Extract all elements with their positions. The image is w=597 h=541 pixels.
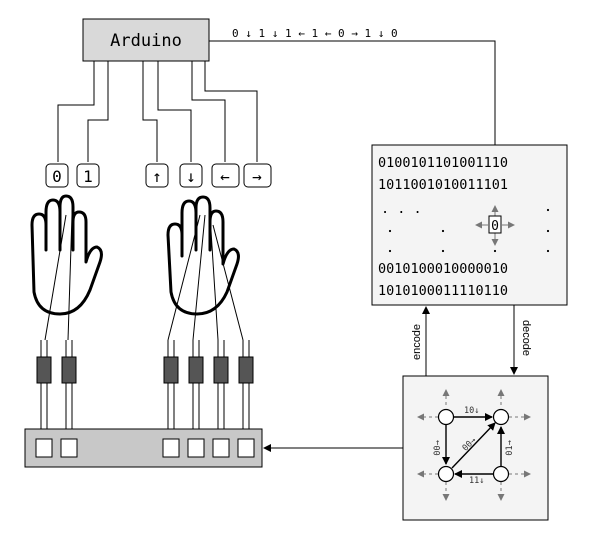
symbol-row: 0 1 ↑ ↓ ← → (45, 163, 272, 188)
symbol-right-arrow: → (243, 163, 272, 188)
encode-decode: encode decode (411, 305, 532, 376)
symbol-zero: 0 (45, 163, 69, 188)
svg-text:←: ← (220, 167, 230, 186)
symbol-one: 1 (76, 163, 100, 188)
matrix-ellipsis: . . . (381, 201, 422, 217)
svg-text:11↓: 11↓ (469, 476, 484, 486)
symbol-left-arrow: ← (211, 163, 240, 188)
left-hand-icon (30, 194, 103, 341)
sensor-wires (40, 340, 250, 440)
svg-text:1: 1 (83, 167, 93, 186)
encode-label: encode (411, 324, 423, 360)
sensor-blocks (36, 356, 254, 384)
stream-text: 0 ↓ 1 ↓ 1 ← 1 ← 0 → 1 ↓ 0 (232, 27, 398, 40)
right-hand-icon (166, 195, 244, 341)
svg-text:00→: 00→ (433, 440, 443, 455)
arduino-label: Arduino (110, 31, 182, 51)
matrix-row-2: 1011001010011101 (378, 177, 508, 193)
matrix-cursor-value: 0 (491, 219, 499, 234)
graph-nodes (437, 408, 510, 483)
svg-text:→: → (252, 167, 262, 186)
decode-label: decode (520, 320, 532, 356)
symbol-down-arrow: ↓ (179, 163, 203, 188)
svg-text:10↓: 10↓ (464, 406, 479, 416)
graph-panel: 10↓ 00→ 00→ 01→ 11↓ (402, 375, 549, 521)
symbol-up-arrow: ↑ (145, 163, 169, 188)
svg-text:↓: ↓ (186, 167, 196, 186)
arduino-box: Arduino (82, 18, 210, 62)
matrix-dots (388, 208, 550, 253)
symbol-wires (57, 61, 258, 162)
matrix-row-1: 0100101101001110 (378, 155, 508, 171)
svg-text:0: 0 (52, 167, 62, 186)
matrix-row-4: 0010100010000010 (378, 261, 508, 277)
matrix-row-5: 1010100011110110 (378, 283, 508, 299)
svg-text:↑: ↑ (152, 167, 162, 186)
sensor-board (24, 428, 263, 468)
matrix-cursor (488, 215, 502, 234)
graph-edges (442, 413, 505, 478)
graph-dashed-arrows (417, 389, 531, 501)
matrix-panel: 0100101101001110 1011001010011101 . . . … (371, 144, 568, 306)
svg-text:01→: 01→ (505, 440, 515, 455)
